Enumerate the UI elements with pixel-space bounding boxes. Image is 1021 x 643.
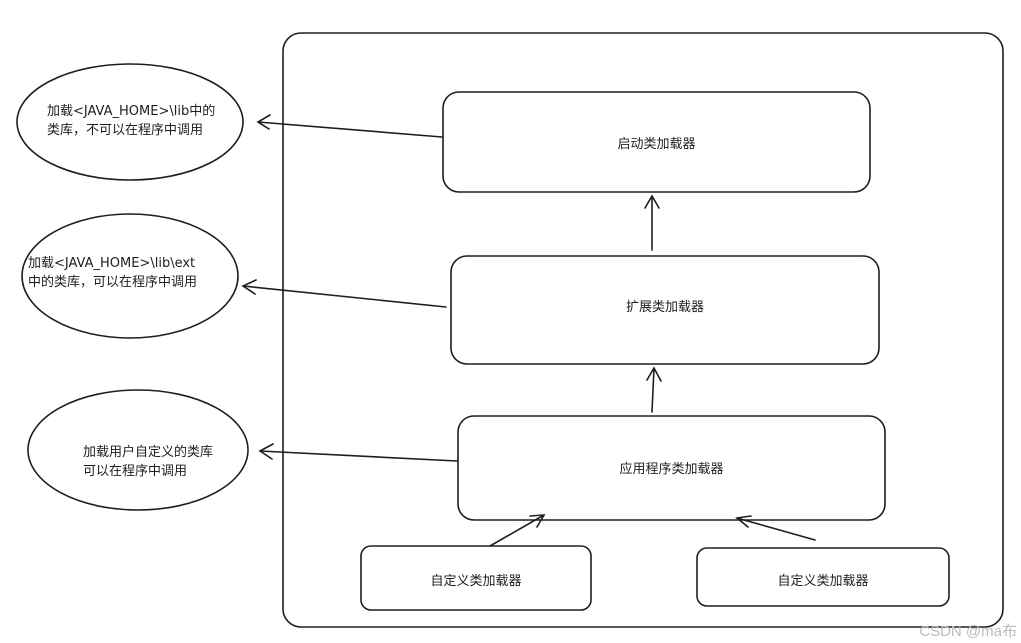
arrows: [241, 114, 816, 547]
note-ellipse-3: [27, 389, 249, 511]
custom-box-2: [696, 547, 950, 607]
extension-box: [450, 255, 880, 365]
custom-box-1: [360, 545, 592, 611]
extension-loader-label: 扩展类加载器: [625, 300, 704, 315]
note-bootstrap-line1: 加载<JAVA_HOME>\lib中的: [47, 104, 216, 119]
application-box: [457, 415, 886, 521]
custom-loader-label-2: 自定义类加载器: [777, 574, 869, 589]
note-ellipse-2: [21, 213, 239, 339]
note-application-line2: 可以在程序中调用: [83, 464, 188, 479]
note-extension-line1: 加载<JAVA_HOME>\lib\ext: [28, 256, 196, 271]
custom-loader-label-1: 自定义类加载器: [430, 574, 522, 589]
watermark: CSDN @ma布: [919, 623, 1017, 640]
bootstrap-loader-label: 启动类加载器: [617, 137, 696, 152]
application-loader-label: 应用程序类加载器: [619, 462, 724, 477]
bootstrap-box: [442, 91, 871, 193]
note-application-line1: 加载用户自定义的类库: [83, 445, 214, 460]
container-frame: [282, 32, 1004, 628]
note-extension-line2: 中的类库，可以在程序中调用: [28, 275, 198, 290]
note-ellipse-1: [16, 63, 244, 181]
note-bootstrap-line2: 类库，不可以在程序中调用: [47, 123, 204, 138]
